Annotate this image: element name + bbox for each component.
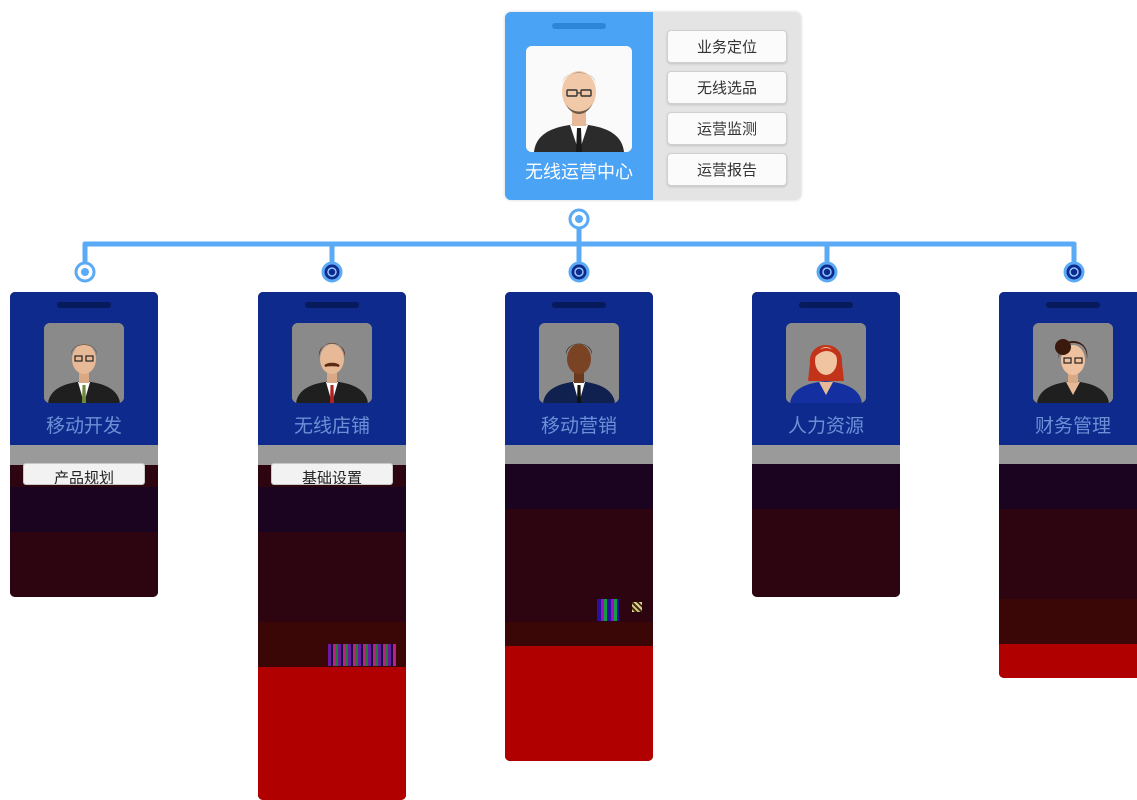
dept-menu-area — [752, 445, 900, 464]
top-card-title: 无线运营中心 — [525, 162, 633, 183]
render-artifact — [999, 509, 1137, 599]
render-artifact — [597, 599, 619, 621]
node-dot-store — [321, 261, 343, 283]
render-artifact — [505, 622, 653, 646]
dept-header: 财务管理 — [999, 292, 1137, 445]
product-planning-button[interactable]: 产品规划 — [23, 463, 145, 485]
man-mustache-avatar-icon — [292, 323, 372, 403]
badge-slot — [552, 302, 606, 308]
render-artifact — [999, 599, 1137, 644]
render-artifact — [258, 487, 406, 532]
badge-slot — [799, 302, 853, 308]
dept-title: 人力资源 — [787, 415, 864, 437]
badge-slot — [305, 302, 359, 308]
render-artifact — [752, 509, 900, 597]
dept-title: 移动开发 — [45, 415, 122, 437]
dept-card-finance[interactable]: 财务管理 — [999, 292, 1137, 678]
dept-header: 人力资源 — [752, 292, 900, 445]
dept-card-wireless-store[interactable]: 无线店铺 基础设置 — [258, 292, 406, 800]
wireless-selection-button[interactable]: 无线选品 — [667, 71, 787, 104]
render-artifact — [752, 464, 900, 509]
dept-card-mobile-dev[interactable]: 移动开发 产品规划 — [10, 292, 158, 597]
operation-report-button[interactable]: 运营报告 — [667, 153, 787, 186]
basic-settings-button[interactable]: 基础设置 — [271, 463, 393, 485]
dept-menu-area — [10, 445, 158, 465]
node-dot-dev — [74, 261, 96, 283]
dept-menu-area — [999, 445, 1137, 464]
node-dot-hr — [816, 261, 838, 283]
render-artifact — [328, 644, 396, 666]
node-dot-marketing — [568, 261, 590, 283]
render-artifact — [999, 464, 1137, 509]
dept-header: 无线店铺 — [258, 292, 406, 445]
top-node-dot — [568, 208, 590, 230]
badge-slot — [552, 23, 606, 29]
render-artifact — [505, 646, 653, 761]
node-dot-finance — [1063, 261, 1085, 283]
dept-card-mobile-marketing[interactable]: 移动营销 — [505, 292, 653, 761]
dept-card-hr[interactable]: 人力资源 — [752, 292, 900, 597]
badge-slot — [1046, 302, 1100, 308]
dept-title: 无线店铺 — [293, 415, 370, 437]
dept-header: 移动开发 — [10, 292, 158, 445]
render-artifact — [999, 644, 1137, 678]
man-dark-skin-avatar-icon — [539, 323, 619, 403]
dept-menu-area — [258, 445, 406, 465]
dept-title: 移动营销 — [540, 415, 617, 437]
top-id-panel: 无线运营中心 — [505, 12, 653, 200]
dept-menu-area — [505, 445, 653, 464]
render-artifact — [258, 532, 406, 622]
top-org-card[interactable]: 无线运营中心 业务定位 无线选品 运营监测 运营报告 — [505, 12, 801, 200]
woman-glasses-avatar-icon — [1033, 323, 1113, 403]
woman-red-hair-avatar-icon — [786, 323, 866, 403]
org-connector — [74, 208, 1085, 283]
render-artifact — [10, 487, 158, 532]
render-artifact — [505, 464, 653, 509]
badge-slot — [57, 302, 111, 308]
render-artifact — [258, 667, 406, 800]
man-glasses-avatar-icon — [44, 323, 124, 403]
render-artifact — [632, 602, 642, 612]
man-glasses-beard-avatar-icon — [526, 46, 632, 152]
business-positioning-button[interactable]: 业务定位 — [667, 30, 787, 63]
render-artifact — [10, 532, 158, 597]
dept-header: 移动营销 — [505, 292, 653, 445]
render-artifact — [505, 509, 653, 622]
operation-monitoring-button[interactable]: 运营监测 — [667, 112, 787, 145]
dept-title: 财务管理 — [1034, 415, 1111, 437]
